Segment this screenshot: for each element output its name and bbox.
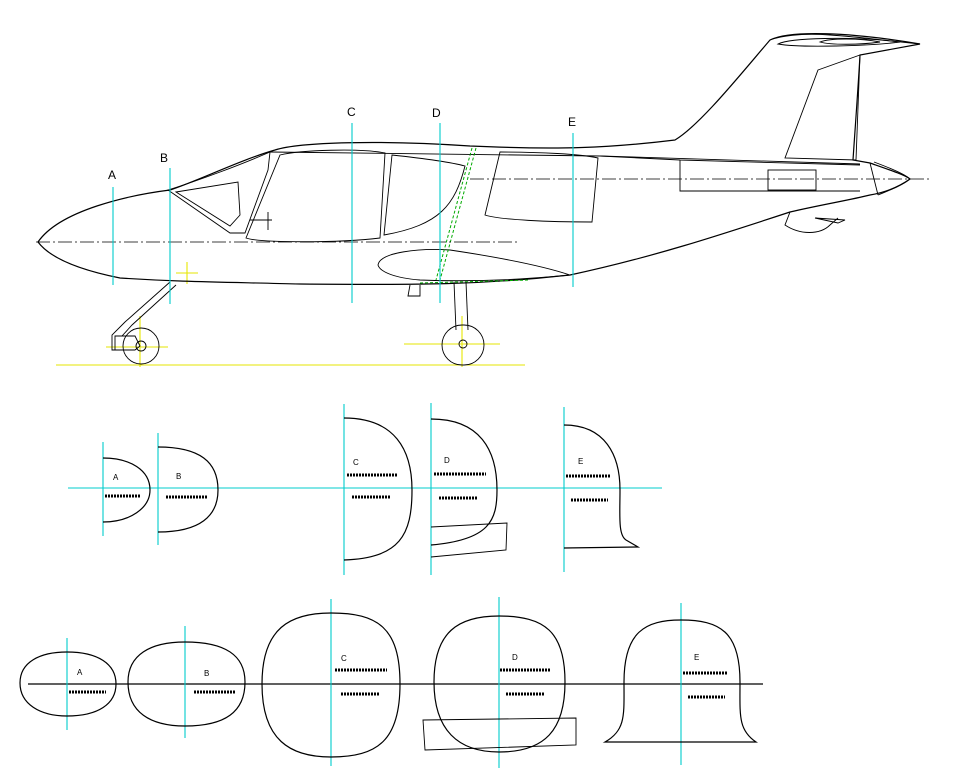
half-section-e [563, 424, 641, 549]
wing-fairing [377, 249, 571, 282]
svg-text:C: C [341, 654, 347, 663]
svg-text:A: A [77, 668, 83, 677]
half-section-b [157, 446, 219, 533]
half-section-a [102, 457, 151, 523]
nose-gear-leg [111, 281, 171, 351]
side-view: A B C D E [36, 33, 930, 367]
station-label-a: A [108, 168, 116, 182]
svg-text:E: E [694, 653, 699, 662]
main-wheel [441, 324, 485, 366]
wing-spar-dashed [439, 147, 477, 281]
half-section-c [343, 417, 413, 561]
full-section-c [261, 612, 401, 758]
svg-text:B: B [204, 669, 209, 678]
svg-text:A: A [113, 473, 119, 482]
svg-text:D: D [512, 653, 518, 662]
station-label-c: C [347, 105, 356, 119]
svg-text:D: D [444, 456, 450, 465]
station-label-d: D [432, 106, 441, 120]
main-gear-leg [453, 281, 457, 331]
svg-text:B: B [176, 472, 181, 481]
station-label-b: B [160, 151, 168, 165]
full-section-d [433, 615, 566, 753]
fuselage-outline [37, 33, 921, 286]
full-section-a [19, 651, 117, 717]
half-sections: A B C D E [68, 403, 662, 575]
full-section-b [127, 641, 246, 727]
nose-wheel [122, 327, 160, 365]
half-section-d [430, 418, 498, 546]
svg-text:C: C [353, 458, 359, 467]
svg-text:E: E [578, 457, 583, 466]
station-label-e: E [568, 115, 576, 129]
full-sections: A B C D E [19, 597, 763, 768]
full-section-e [602, 619, 758, 743]
